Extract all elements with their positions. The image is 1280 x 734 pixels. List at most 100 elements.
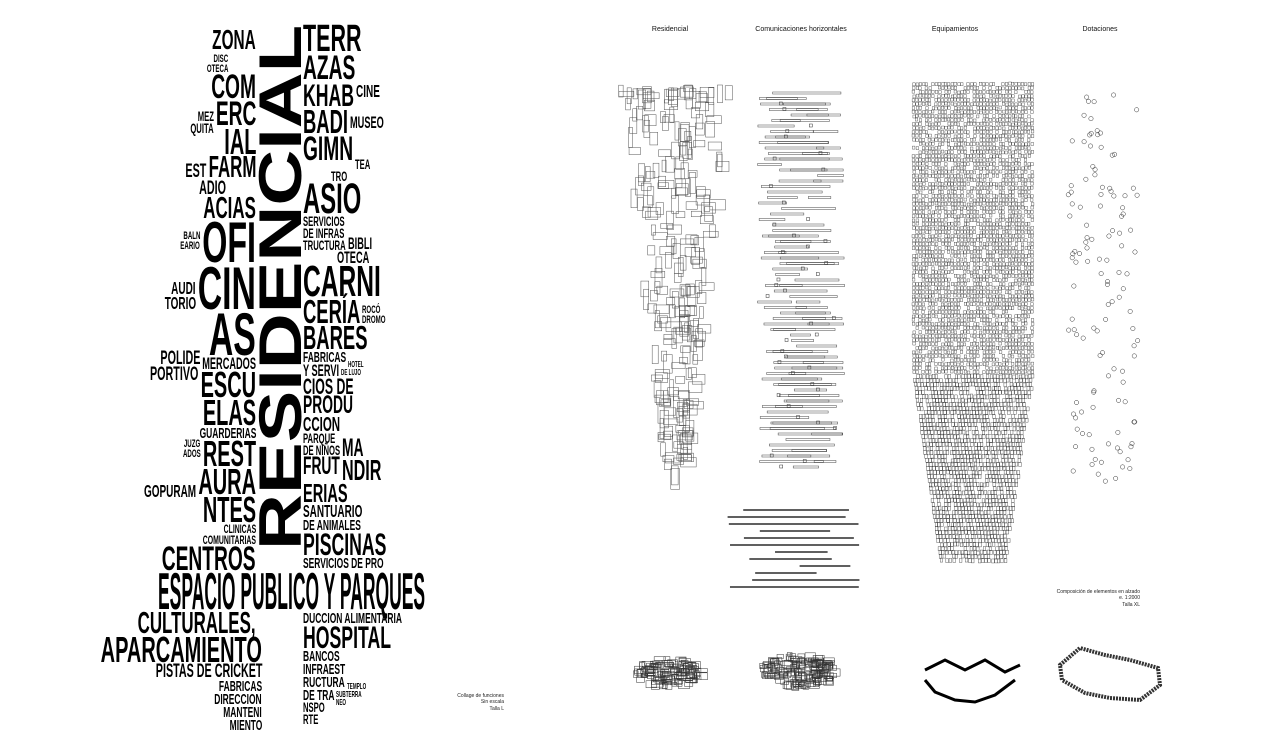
- equipment-module: [976, 482, 980, 487]
- equipment-module: [1012, 490, 1016, 495]
- equipment-module: [974, 461, 977, 467]
- corridor-bar: [793, 388, 827, 392]
- equipment-module: [957, 366, 961, 371]
- equipment-module: [964, 550, 968, 555]
- equipment-module: [1011, 249, 1015, 254]
- equipment-module: [911, 273, 915, 278]
- equipment-module: [986, 482, 990, 487]
- equipment-module: [957, 82, 961, 86]
- residential-unit: [643, 195, 653, 208]
- equipment-module: [937, 178, 941, 183]
- plan-residencial: [650, 660, 660, 668]
- equipment-module: [1011, 113, 1015, 118]
- equipment-module: [912, 197, 916, 202]
- equipment-module: [1017, 358, 1021, 363]
- equipment-module: [957, 234, 961, 239]
- equipment-module: [950, 354, 954, 358]
- equipment-module: [957, 109, 960, 114]
- equipment-module: [1014, 206, 1018, 210]
- equipment-module: [934, 150, 938, 154]
- residential-unit: [674, 178, 683, 188]
- equipment-module: [1004, 138, 1008, 142]
- equipment-module: [1011, 346, 1015, 350]
- equipment-module: [967, 358, 971, 362]
- equipment-module: [927, 98, 931, 102]
- corridor-bar: [773, 383, 837, 386]
- equipment-module: [953, 138, 957, 142]
- equipment-module: [1017, 350, 1021, 355]
- equipment-module: [962, 410, 966, 415]
- equipment-module: [1024, 286, 1028, 290]
- equipment-module: [1008, 478, 1012, 483]
- facility-point: [1119, 243, 1125, 249]
- residential-unit: [654, 268, 663, 288]
- corridor-node: [769, 184, 773, 188]
- equipment-module: [1011, 166, 1015, 171]
- equipment-module: [923, 446, 927, 451]
- equipment-module: [1001, 190, 1005, 195]
- equipment-module: [928, 278, 932, 282]
- equipment-module: [949, 386, 953, 391]
- equipment-module: [950, 461, 954, 467]
- equipment-module: [941, 357, 945, 362]
- equipment-module: [982, 109, 986, 114]
- equipment-module: [1002, 250, 1006, 254]
- equipment-module: [995, 186, 999, 190]
- equipment-module: [995, 522, 999, 527]
- equipment-module: [935, 334, 939, 338]
- equipment-module: [1021, 261, 1025, 266]
- equipment-module: [1008, 114, 1012, 118]
- equipment-module: [1015, 242, 1019, 246]
- residential-unit: [637, 197, 644, 211]
- equipment-module: [1027, 366, 1031, 371]
- facility-point: [1131, 343, 1137, 349]
- equipment-module: [934, 302, 938, 306]
- equipment-module: [919, 349, 923, 354]
- equipment-module: [918, 86, 922, 90]
- equipment-module: [1002, 198, 1006, 202]
- equipment-module: [1014, 186, 1018, 190]
- equipment-module: [1031, 322, 1035, 326]
- equipment-module: [977, 446, 981, 451]
- plan-residencial: [690, 663, 699, 670]
- equipment-module: [1021, 205, 1025, 210]
- equipment-module: [1000, 489, 1004, 495]
- residential-unit: [680, 238, 694, 245]
- equipment-module: [993, 510, 997, 515]
- equipment-module: [996, 514, 1000, 519]
- equipment-module: [928, 254, 932, 258]
- residential-unit: [680, 124, 690, 142]
- collage-word: PISCINAS: [303, 526, 387, 562]
- equipment-module: [960, 178, 964, 183]
- equipment-module: [918, 242, 922, 246]
- residential-unit: [655, 256, 663, 274]
- equipment-module: [983, 146, 987, 150]
- equipment-module: [935, 466, 939, 471]
- equipment-module: [928, 338, 932, 342]
- plan-residencial: [676, 679, 683, 687]
- equipment-module: [1008, 106, 1012, 110]
- equipment-module: [973, 525, 977, 531]
- equipment-module: [940, 494, 944, 499]
- facility-point: [1065, 192, 1071, 198]
- corridor-bar: [783, 399, 830, 403]
- equipment-module: [1002, 174, 1006, 178]
- residential-unit: [680, 457, 697, 468]
- equipment-module: [969, 326, 973, 330]
- equipment-module: [988, 498, 992, 504]
- equipment-module: [963, 498, 967, 503]
- equipment-module: [996, 378, 1000, 383]
- equipment-module: [982, 358, 986, 362]
- equipment-module: [944, 246, 948, 250]
- corridor-node: [802, 459, 807, 463]
- equipment-module: [1012, 446, 1016, 451]
- equipment-module: [985, 498, 989, 504]
- corridor-node: [782, 107, 787, 111]
- equipment-module: [976, 106, 980, 110]
- equipment-module: [992, 146, 996, 150]
- equipment-module: [931, 106, 935, 110]
- equipment-module: [928, 133, 932, 138]
- collage-word: DE ANIMALES: [303, 517, 361, 534]
- equipment-module: [963, 274, 967, 278]
- facility-point: [1098, 191, 1104, 197]
